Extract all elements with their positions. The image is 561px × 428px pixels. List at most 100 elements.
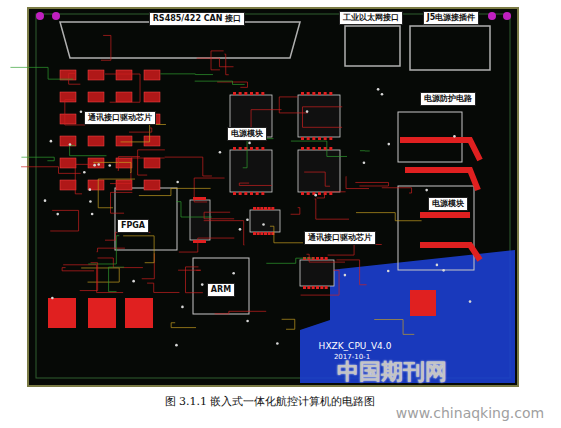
chip-pad — [301, 192, 304, 195]
chip-pad — [316, 286, 319, 289]
trace — [123, 236, 154, 263]
chip-pad — [324, 137, 327, 140]
chip-pad — [250, 147, 253, 150]
trace — [239, 183, 271, 185]
pad — [88, 298, 116, 328]
trace — [328, 244, 382, 255]
chip-pad — [239, 92, 242, 95]
watermark-url: www.chinaqking.com — [396, 405, 544, 421]
chip-pad — [324, 147, 327, 150]
trace — [93, 162, 131, 172]
trace — [147, 283, 179, 292]
trace — [186, 267, 203, 293]
chip-pad — [329, 192, 332, 195]
driver-chip — [144, 136, 160, 146]
trace — [194, 178, 224, 202]
trace — [105, 74, 140, 102]
trace — [80, 263, 98, 291]
mount-hole — [488, 12, 496, 20]
driver-chip — [144, 70, 160, 80]
chip-pad — [318, 92, 321, 95]
trace — [160, 73, 213, 75]
via — [436, 264, 439, 267]
via — [306, 110, 309, 113]
chip-pad — [320, 257, 323, 260]
chip-pad — [271, 207, 274, 210]
via — [442, 269, 445, 272]
via — [93, 164, 96, 167]
chip-pad — [256, 147, 259, 150]
label-box: RS485/422 CAN 接口 — [149, 12, 246, 26]
via — [80, 110, 83, 113]
trace — [382, 188, 412, 193]
chip-pad — [244, 92, 247, 95]
via — [132, 280, 135, 283]
chip-pad — [203, 197, 206, 200]
watermark: 中国期刊网 — [337, 357, 447, 387]
trace — [21, 157, 54, 161]
via — [248, 142, 251, 145]
via — [377, 88, 380, 91]
trace — [65, 100, 85, 125]
via — [175, 344, 178, 347]
chip-pad — [261, 147, 264, 150]
trace — [204, 212, 234, 219]
label-text: 电源模块 — [231, 129, 263, 138]
mount-hole — [503, 12, 511, 20]
driver-chip — [88, 70, 104, 80]
trace — [121, 124, 166, 141]
via — [262, 223, 265, 226]
driver-chip — [60, 70, 76, 80]
trace — [98, 179, 135, 208]
driver-chip — [116, 92, 132, 102]
mount-hole — [36, 12, 44, 20]
label-text: FPGA — [121, 221, 145, 230]
via — [453, 135, 456, 138]
trace — [291, 141, 347, 156]
trace — [336, 260, 366, 285]
via — [469, 300, 472, 303]
chip-pad — [264, 232, 267, 235]
trace — [204, 221, 245, 245]
via — [50, 140, 53, 143]
chip-footprint — [298, 95, 340, 137]
trace — [50, 210, 78, 231]
chip-pad — [261, 92, 264, 95]
chip-pad — [318, 147, 321, 150]
via — [108, 164, 111, 167]
label-box: 电源模块 — [227, 127, 267, 141]
via — [56, 213, 59, 216]
pad — [48, 298, 76, 328]
label-box: 工业以太网接口 — [339, 11, 403, 25]
via — [51, 297, 54, 300]
via — [381, 93, 384, 96]
label-box: ARM — [207, 283, 235, 297]
via — [181, 306, 184, 309]
mount-hole — [52, 12, 60, 20]
via — [425, 189, 428, 192]
chip-pad — [239, 192, 242, 195]
chip-pad — [316, 257, 319, 260]
trace — [270, 226, 303, 243]
via — [69, 143, 72, 146]
via — [387, 143, 390, 146]
label-box: 电源模块 — [428, 197, 468, 211]
trace — [139, 188, 211, 195]
chip-pad — [301, 92, 304, 95]
chip-footprint — [250, 210, 280, 232]
trace — [105, 232, 150, 240]
fpga-chip — [115, 188, 177, 250]
chip-pad — [307, 286, 310, 289]
via — [276, 342, 279, 345]
trace — [355, 182, 388, 186]
driver-chip — [60, 180, 76, 190]
label-box: 通讯接口驱动芯片 — [84, 111, 156, 125]
chip-pad — [318, 137, 321, 140]
trace — [279, 97, 308, 113]
trace — [360, 150, 370, 151]
chip-pad — [253, 232, 256, 235]
chip-pad — [260, 232, 263, 235]
